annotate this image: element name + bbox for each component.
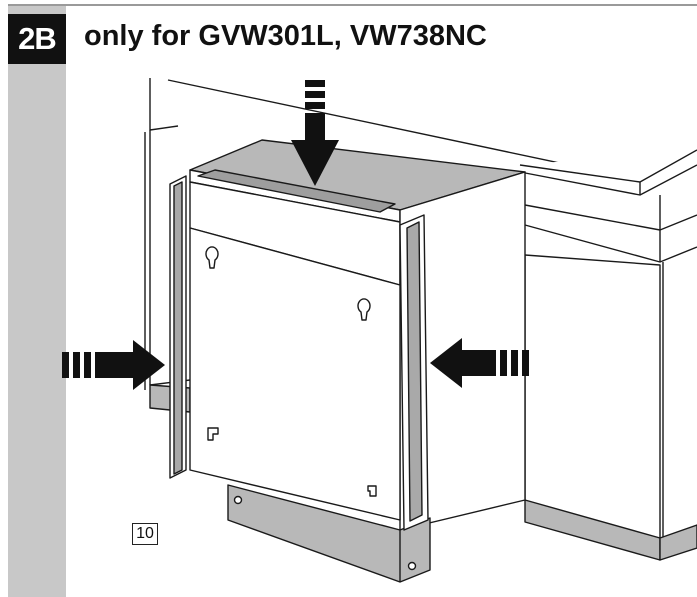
keyhole-right [357, 298, 371, 321]
door-panel [189, 227, 401, 521]
callout-number: 10 [132, 523, 158, 545]
right-plinth [524, 499, 661, 561]
arrow-down-icon [291, 80, 339, 186]
step-badge: 2B [8, 14, 66, 64]
corner-mark-right [367, 485, 377, 497]
keyhole-left [205, 246, 219, 269]
arrow-right-icon [62, 340, 165, 390]
corner-mark-left [207, 427, 219, 441]
left-cabinet [144, 78, 191, 390]
grey-sidebar [8, 4, 66, 597]
right-cabinet [524, 195, 697, 540]
step-title: only for GVW301L, VW738NC [84, 20, 487, 52]
top-rule [8, 4, 697, 6]
top-seal-strip [197, 169, 396, 213]
arrow-left-icon [430, 338, 529, 388]
